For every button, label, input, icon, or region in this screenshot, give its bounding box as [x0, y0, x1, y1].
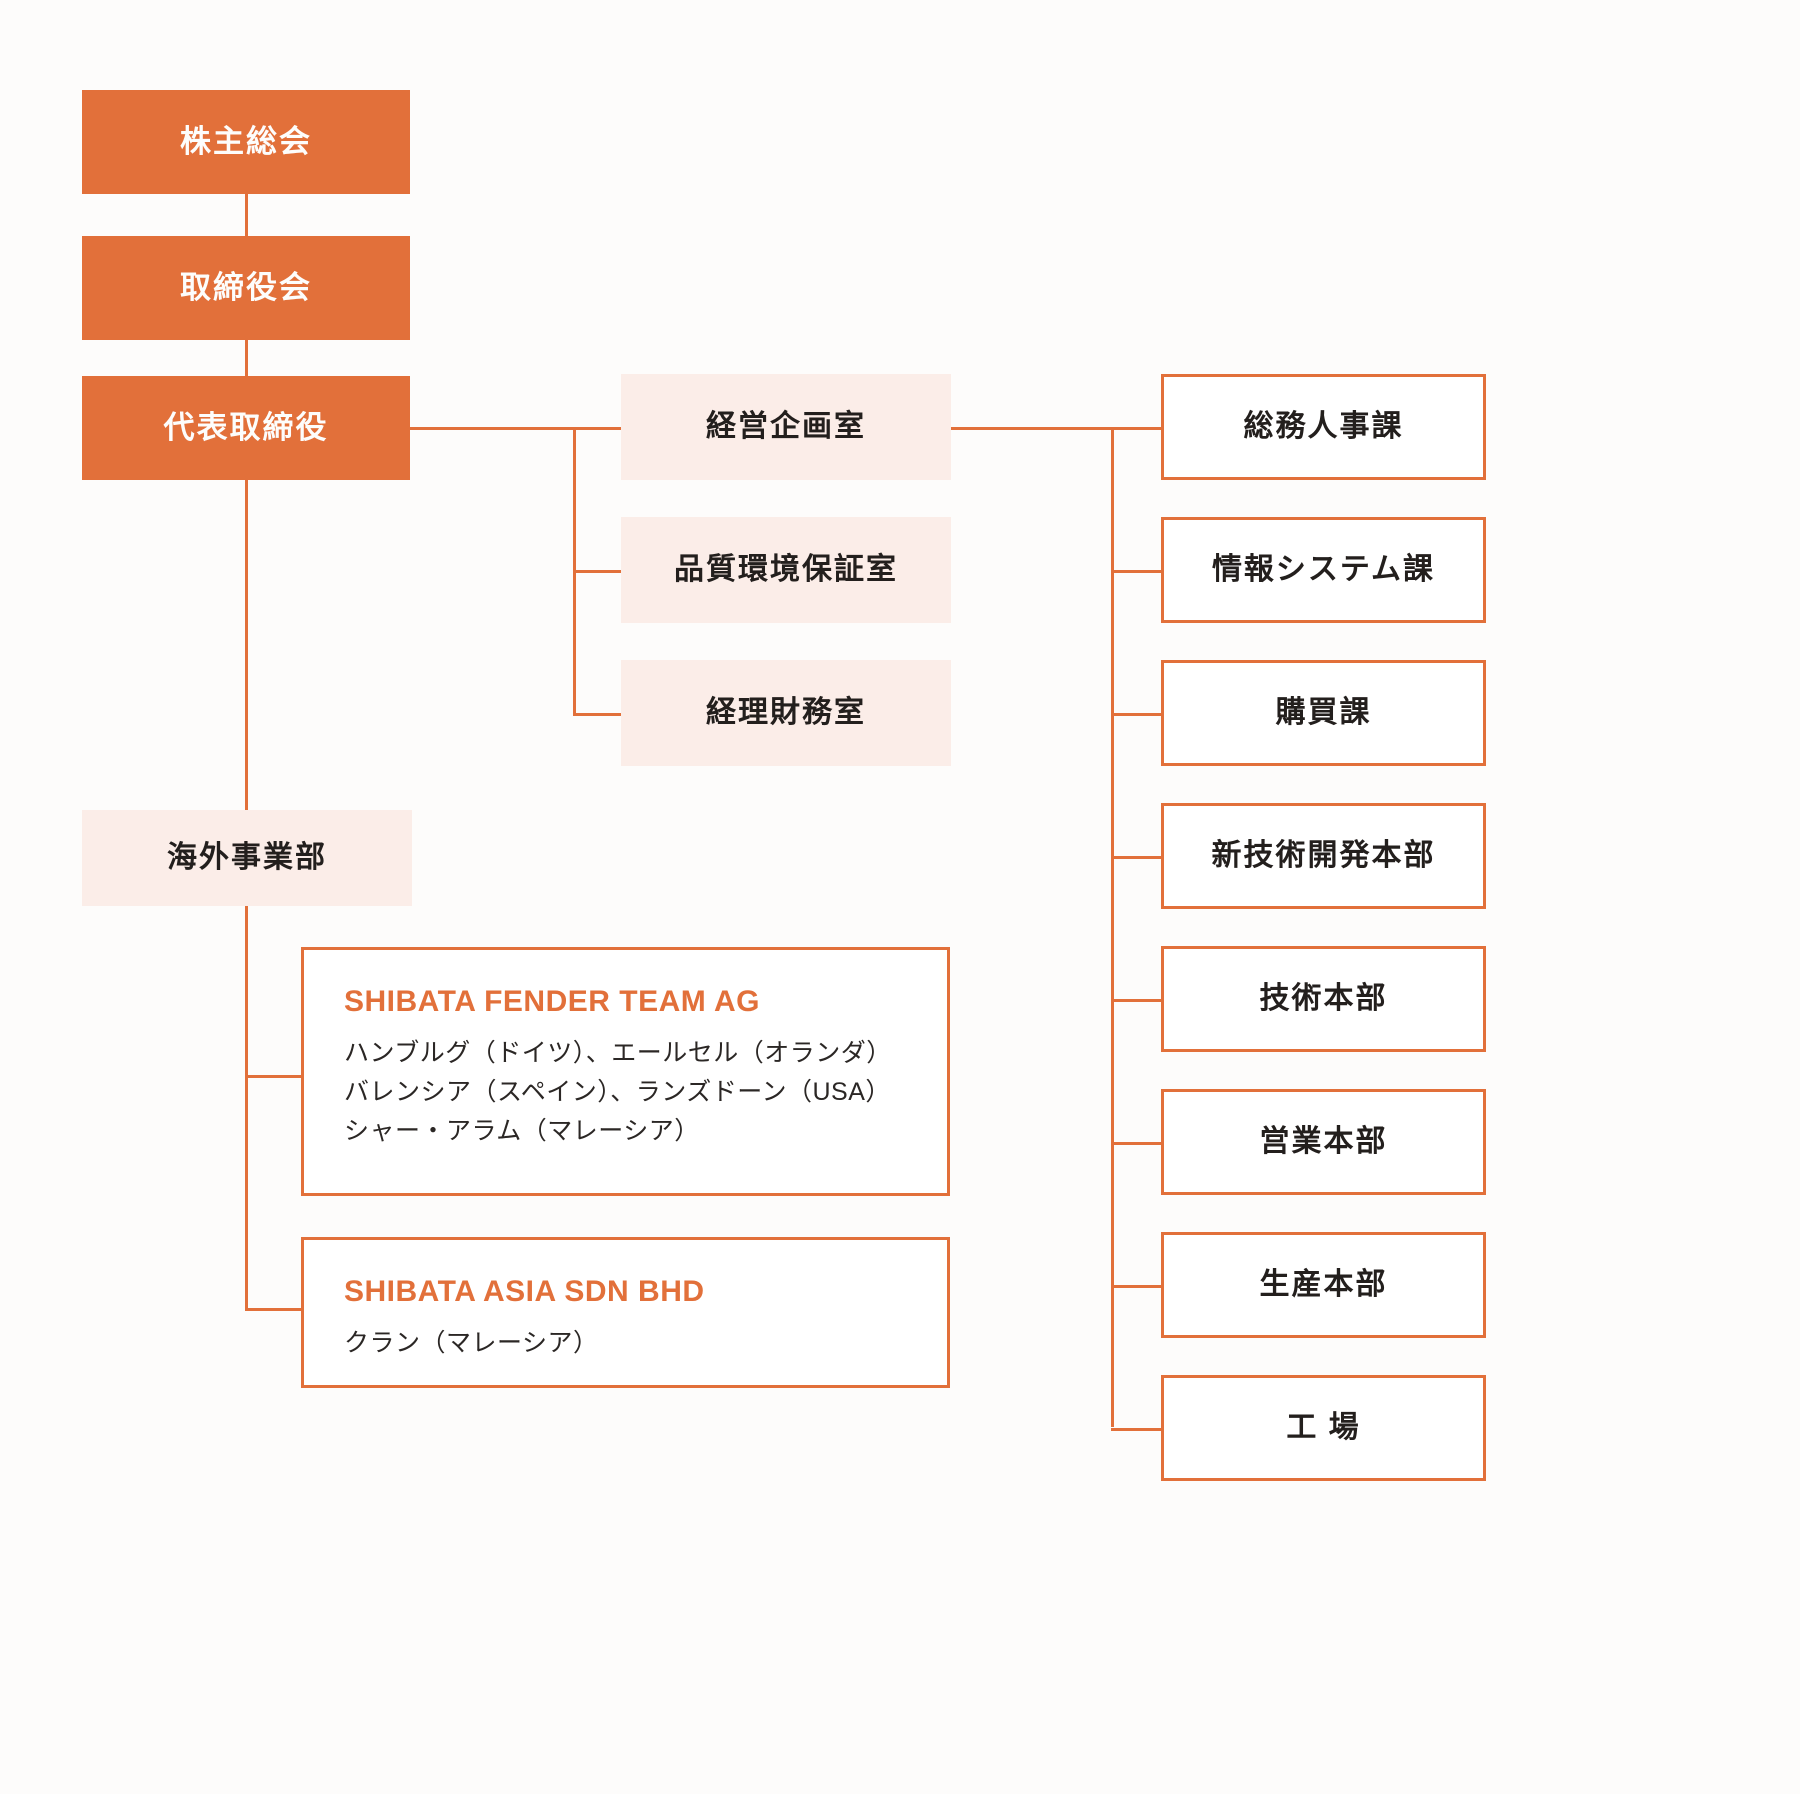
connector-stub-keiri-zaimu — [573, 713, 621, 716]
connector-stub-purchasing — [1111, 713, 1161, 716]
connector-shareholders-to-board — [245, 194, 248, 236]
node-label: 生産本部 — [1259, 1267, 1388, 1301]
connector-board-to-president — [245, 340, 248, 376]
card-location-line: ハンブルグ（ドイツ）、エールセル（オランダ） — [344, 1039, 892, 1067]
node-shareholders-meeting[interactable]: 株主総会 — [82, 90, 410, 194]
card-title: SHIBATA ASIA SDN BHD — [344, 1275, 705, 1308]
node-label: 株主総会 — [180, 124, 312, 160]
card-location-line: クラン（マレーシア） — [344, 1329, 599, 1357]
card-location-line: バレンシア（スペイン）、ランズドーン（USA） — [344, 1077, 891, 1106]
connector-stub-keiei-kikakushitsu — [573, 427, 621, 430]
node-information-systems-section[interactable]: 情報システム課 — [1161, 517, 1486, 623]
node-label: 品質環境保証室 — [674, 552, 898, 586]
subsidiaries-vertical-bus — [245, 906, 248, 1311]
connector-president-to-staff-bus — [410, 427, 575, 430]
card-shibata-fender-team-ag[interactable]: SHIBATA FENDER TEAM AG ハンブルグ（ドイツ）、エールセル（… — [301, 947, 950, 1196]
node-representative-director[interactable]: 代表取締役 — [82, 376, 410, 480]
card-title: SHIBATA FENDER TEAM AG — [344, 985, 760, 1018]
node-label: 代表取締役 — [163, 410, 329, 446]
node-general-affairs-hr-section[interactable]: 総務人事課 — [1161, 374, 1486, 480]
connector-stub-hinshitsu-kankyo — [573, 570, 621, 573]
card-location-line: シャー・アラム（マレーシア） — [344, 1116, 700, 1145]
connector-stub-general-affairs — [1111, 427, 1161, 430]
node-label: 工 場 — [1286, 1410, 1361, 1444]
connector-stub-information-systems — [1111, 570, 1161, 573]
node-label: 購買課 — [1275, 695, 1372, 729]
node-label: 経営企画室 — [706, 409, 866, 443]
node-management-planning-office[interactable]: 経営企画室 — [621, 374, 951, 480]
node-label: 取締役会 — [180, 270, 312, 306]
connector-stub-sales — [1111, 1142, 1161, 1145]
node-label: 新技術開発本部 — [1211, 838, 1436, 872]
connector-stub-factory — [1111, 1428, 1161, 1431]
connector-stub-new-technology — [1111, 856, 1161, 859]
node-accounting-finance-office[interactable]: 経理財務室 — [621, 660, 951, 766]
departments-vertical-bus — [1111, 427, 1114, 1427]
connector-planning-office-to-dept-bus — [951, 427, 1113, 430]
node-label: 営業本部 — [1259, 1124, 1388, 1158]
connector-stub-shibata-fender-team — [245, 1075, 301, 1078]
node-quality-environment-office[interactable]: 品質環境保証室 — [621, 517, 951, 623]
card-shibata-asia-sdn-bhd[interactable]: SHIBATA ASIA SDN BHD クラン（マレーシア） — [301, 1237, 950, 1388]
connector-president-to-overseas-division — [245, 480, 248, 810]
node-sales-hq[interactable]: 営業本部 — [1161, 1089, 1486, 1195]
node-label: 情報システム課 — [1211, 552, 1436, 586]
node-production-hq[interactable]: 生産本部 — [1161, 1232, 1486, 1338]
node-label: 技術本部 — [1259, 981, 1388, 1015]
connector-stub-production — [1111, 1285, 1161, 1288]
node-engineering-hq[interactable]: 技術本部 — [1161, 946, 1486, 1052]
node-new-technology-development-hq[interactable]: 新技術開発本部 — [1161, 803, 1486, 909]
connector-stub-engineering — [1111, 999, 1161, 1002]
connector-stub-shibata-asia — [245, 1308, 301, 1311]
node-purchasing-section[interactable]: 購買課 — [1161, 660, 1486, 766]
node-label: 経理財務室 — [706, 695, 866, 729]
node-board-of-directors[interactable]: 取締役会 — [82, 236, 410, 340]
node-overseas-business-division[interactable]: 海外事業部 — [82, 810, 412, 906]
node-label: 海外事業部 — [167, 840, 327, 874]
node-factory[interactable]: 工 場 — [1161, 1375, 1486, 1481]
node-label: 総務人事課 — [1243, 409, 1404, 443]
